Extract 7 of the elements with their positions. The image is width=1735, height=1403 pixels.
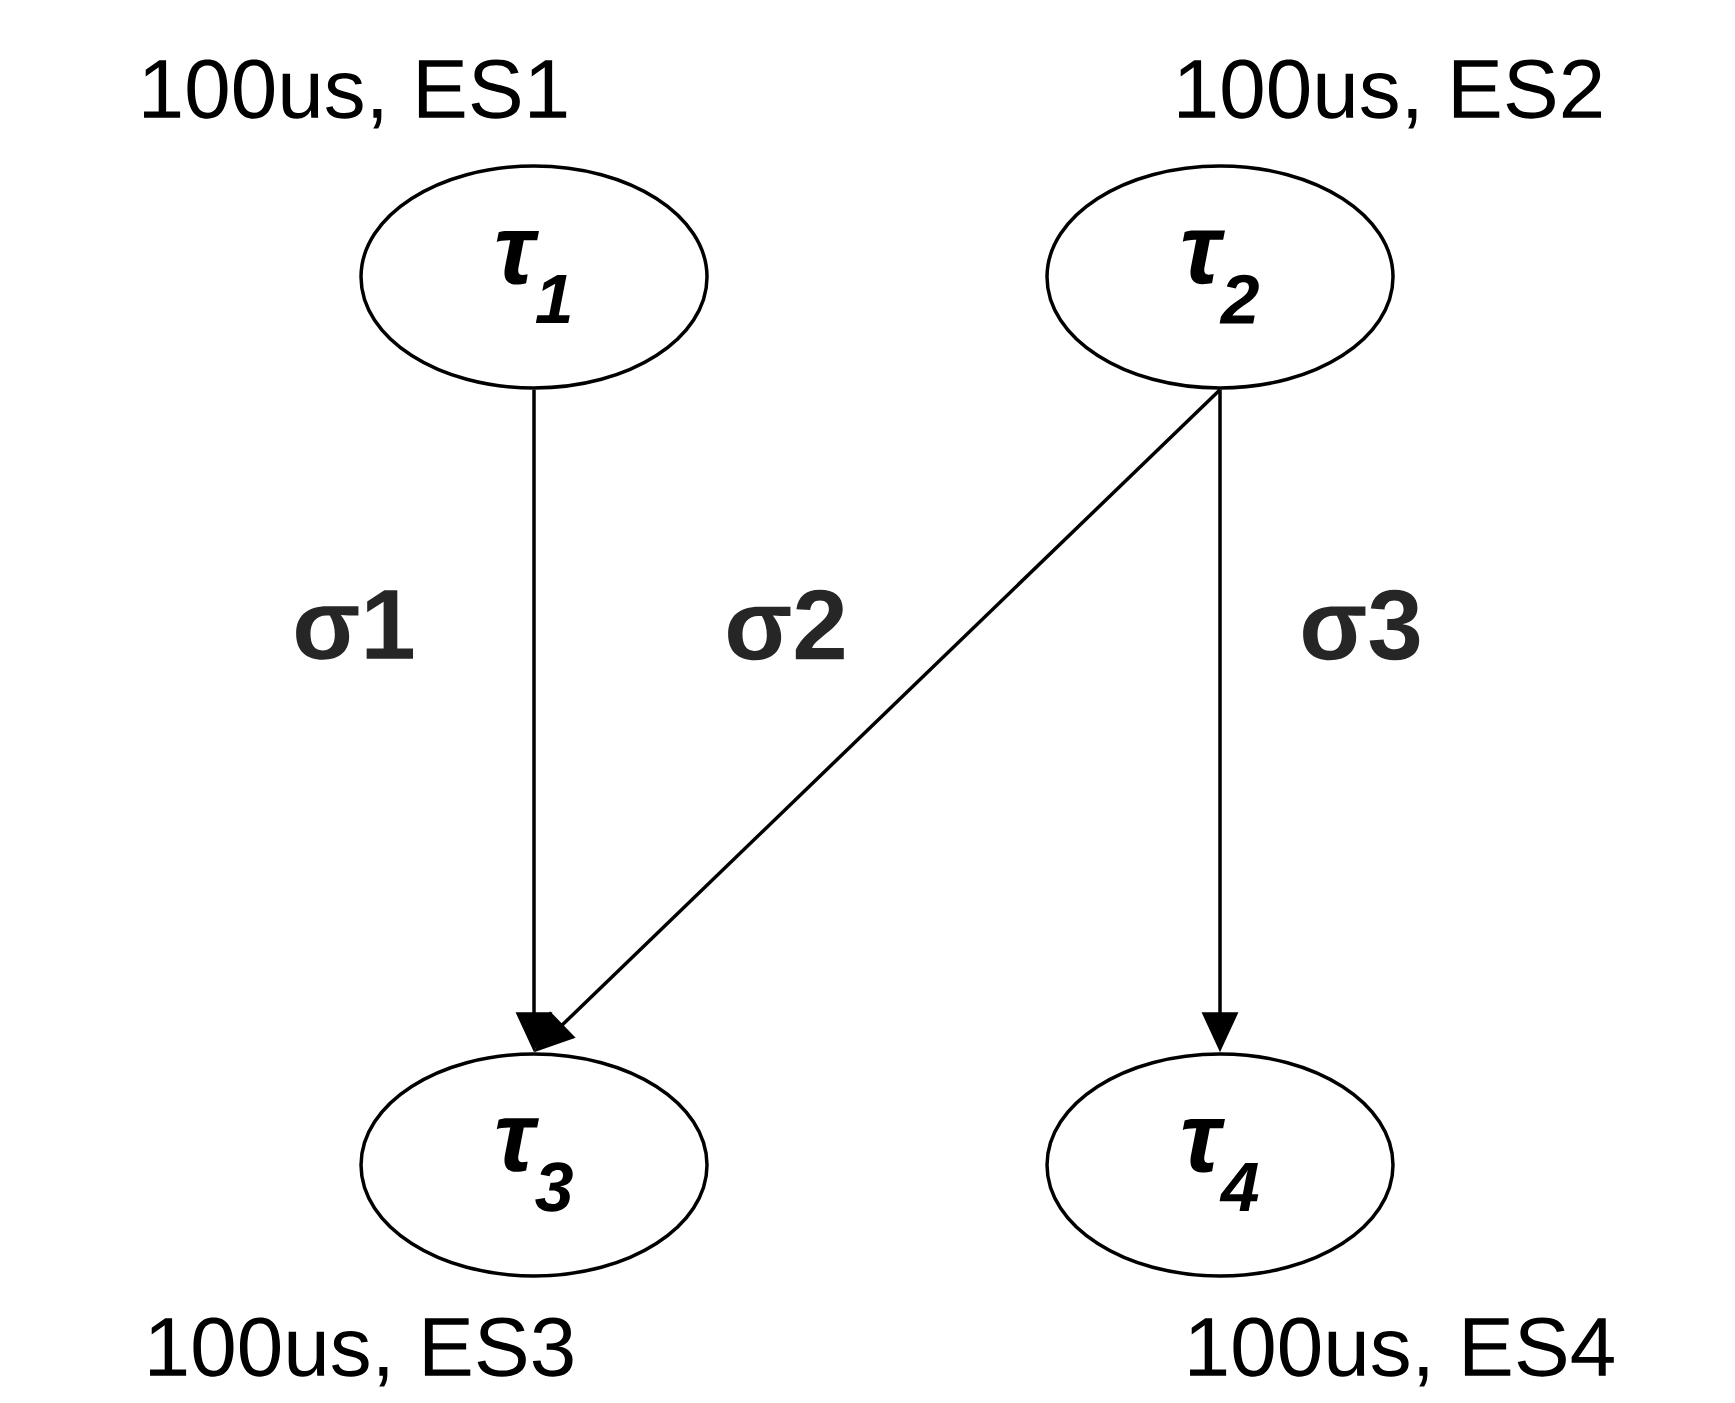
edge-label: σ2 [728,589,844,661]
node-caption: 100us, ES1 [144,59,567,129]
edge-label: σ1 [296,590,413,660]
node-caption: 100us, ES3 [150,1317,573,1387]
node-caption: 100us, ES4 [1190,1317,1614,1387]
node-caption: 100us, ES2 [1179,59,1602,129]
edge-label: σ3 [1303,589,1420,661]
